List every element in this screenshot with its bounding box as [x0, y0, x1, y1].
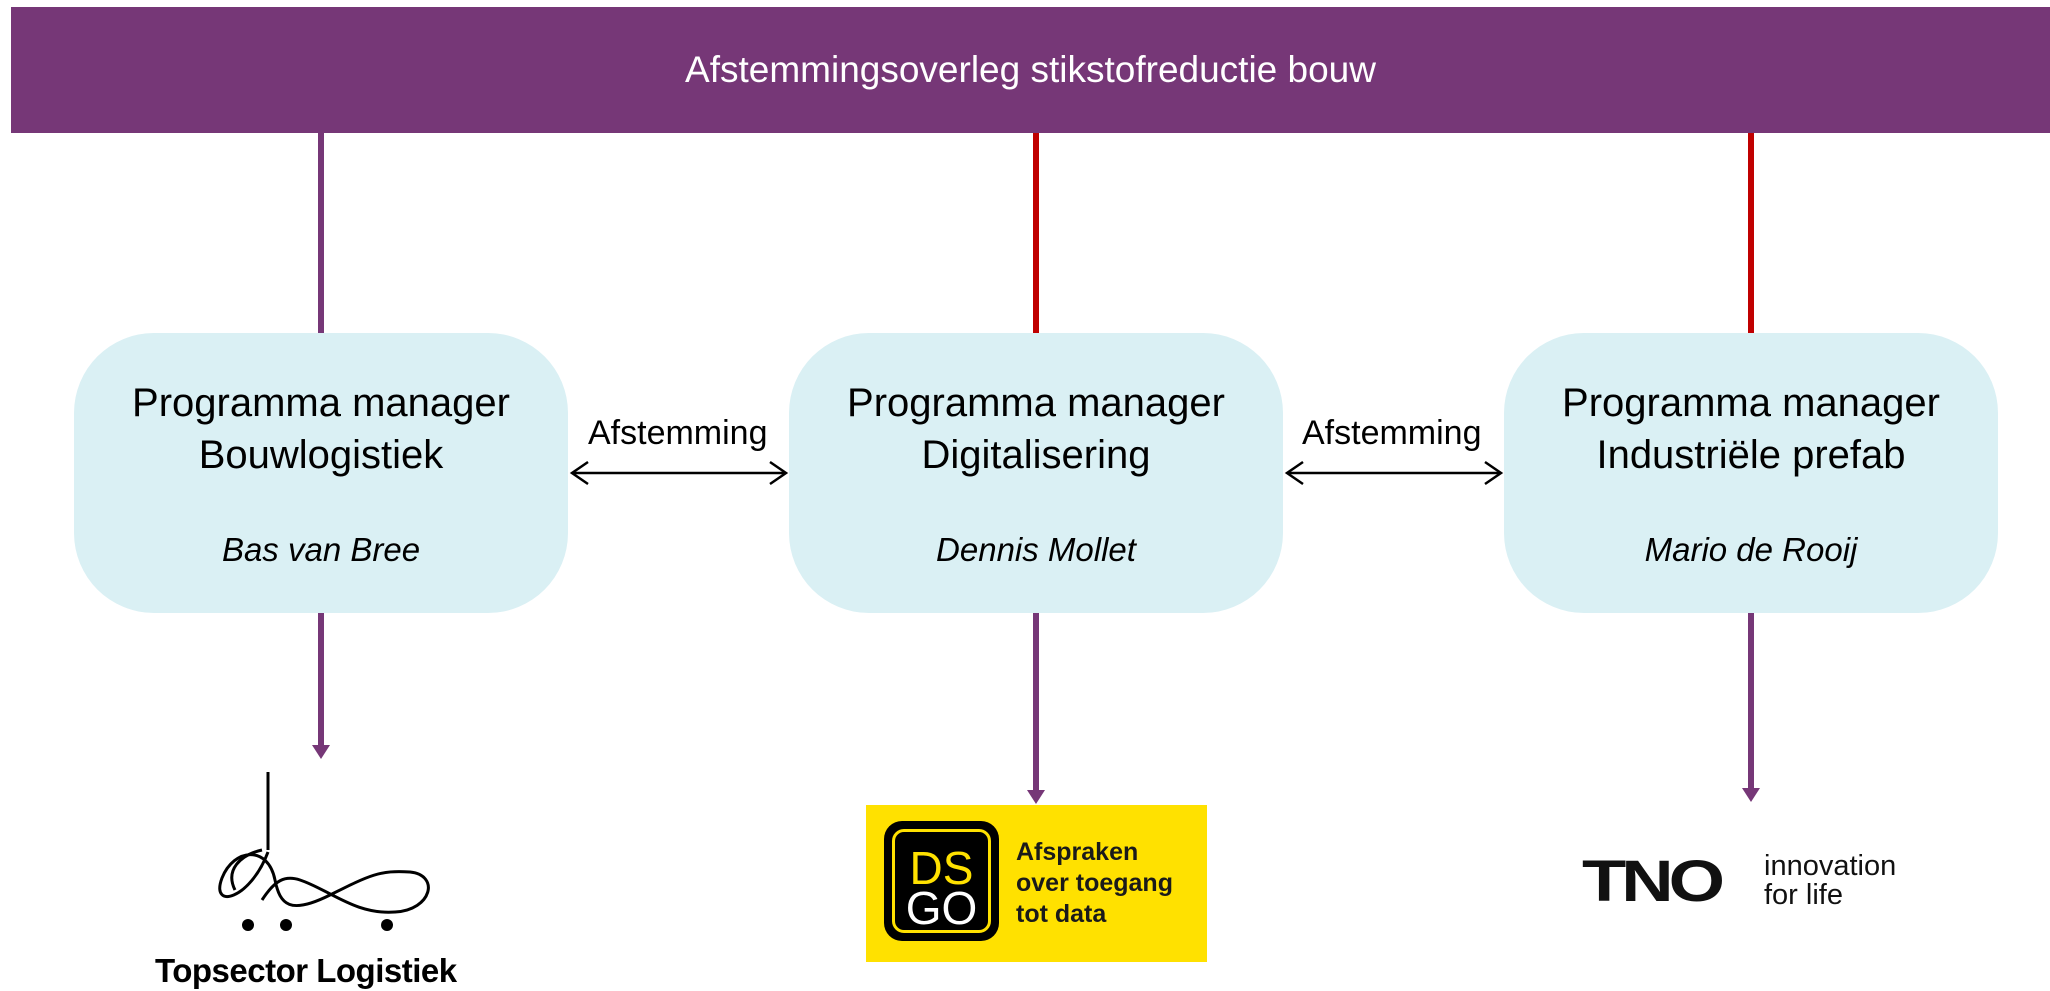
topsector-logistiek-logo-text: Topsector Logistiek — [155, 952, 457, 989]
header-banner: Afstemmingsoverleg stikstofreductie bouw — [11, 7, 2050, 133]
tno-tagline-line: for life — [1764, 879, 1843, 911]
box-person: Mario de Rooij — [1644, 531, 1858, 568]
box-person: Bas van Bree — [221, 531, 421, 568]
double-arrow-left — [569, 460, 789, 486]
dsgo-tagline-line: tot data — [1016, 900, 1107, 928]
down-arrow-digitalisering — [1027, 613, 1045, 804]
tno-logo-tagline: innovation for life — [1764, 852, 1896, 910]
box-bouwlogistiek: Programma manager Bouwlogistiek Bas van … — [74, 333, 568, 613]
connector-label-left: Afstemming — [588, 414, 768, 452]
banner-line-digitalisering — [1033, 133, 1039, 333]
down-arrow-prefab — [1742, 613, 1760, 802]
banner-line-prefab — [1748, 133, 1754, 333]
box-person: Dennis Mollet — [936, 531, 1136, 568]
double-arrow-right — [1284, 460, 1504, 486]
dsgo-mark-bottom: GO — [905, 882, 978, 934]
dsgo-mark: DS GO — [884, 821, 999, 941]
banner-line-bouwlogistiek — [318, 133, 324, 333]
topsector-logistiek-logo-wheels — [242, 919, 393, 931]
topsector-logistiek-logo-mark — [218, 772, 430, 914]
dsgo-tagline-line: over toegang — [1016, 869, 1173, 897]
tno-tagline-line: innovation — [1764, 850, 1897, 882]
header-title: Afstemmingsoverleg stikstofreductie bouw — [685, 49, 1376, 90]
connector-label-right: Afstemming — [1302, 414, 1482, 452]
box-role: Programma manager — [847, 381, 1225, 425]
box-role: Programma manager — [132, 381, 510, 425]
box-program: Bouwlogistiek — [198, 433, 444, 477]
dsgo-logo: DS GO Afspraken over toegang tot data — [866, 805, 1207, 962]
box-prefab: Programma manager Industriële prefab Mar… — [1504, 333, 1998, 613]
box-role: Programma manager — [1562, 381, 1940, 425]
down-arrow-bouwlogistiek — [312, 613, 330, 759]
dsgo-tagline: Afspraken over toegang tot data — [1016, 837, 1173, 930]
dsgo-mark-top: DS — [909, 842, 974, 894]
tno-logo-wordmark: TNO — [1582, 849, 1725, 914]
box-program: Digitalisering — [921, 433, 1151, 477]
dsgo-tagline-line: Afspraken — [1016, 838, 1139, 866]
box-program: Industriële prefab — [1596, 433, 1906, 477]
box-digitalisering: Programma manager Digitalisering Dennis … — [789, 333, 1283, 613]
